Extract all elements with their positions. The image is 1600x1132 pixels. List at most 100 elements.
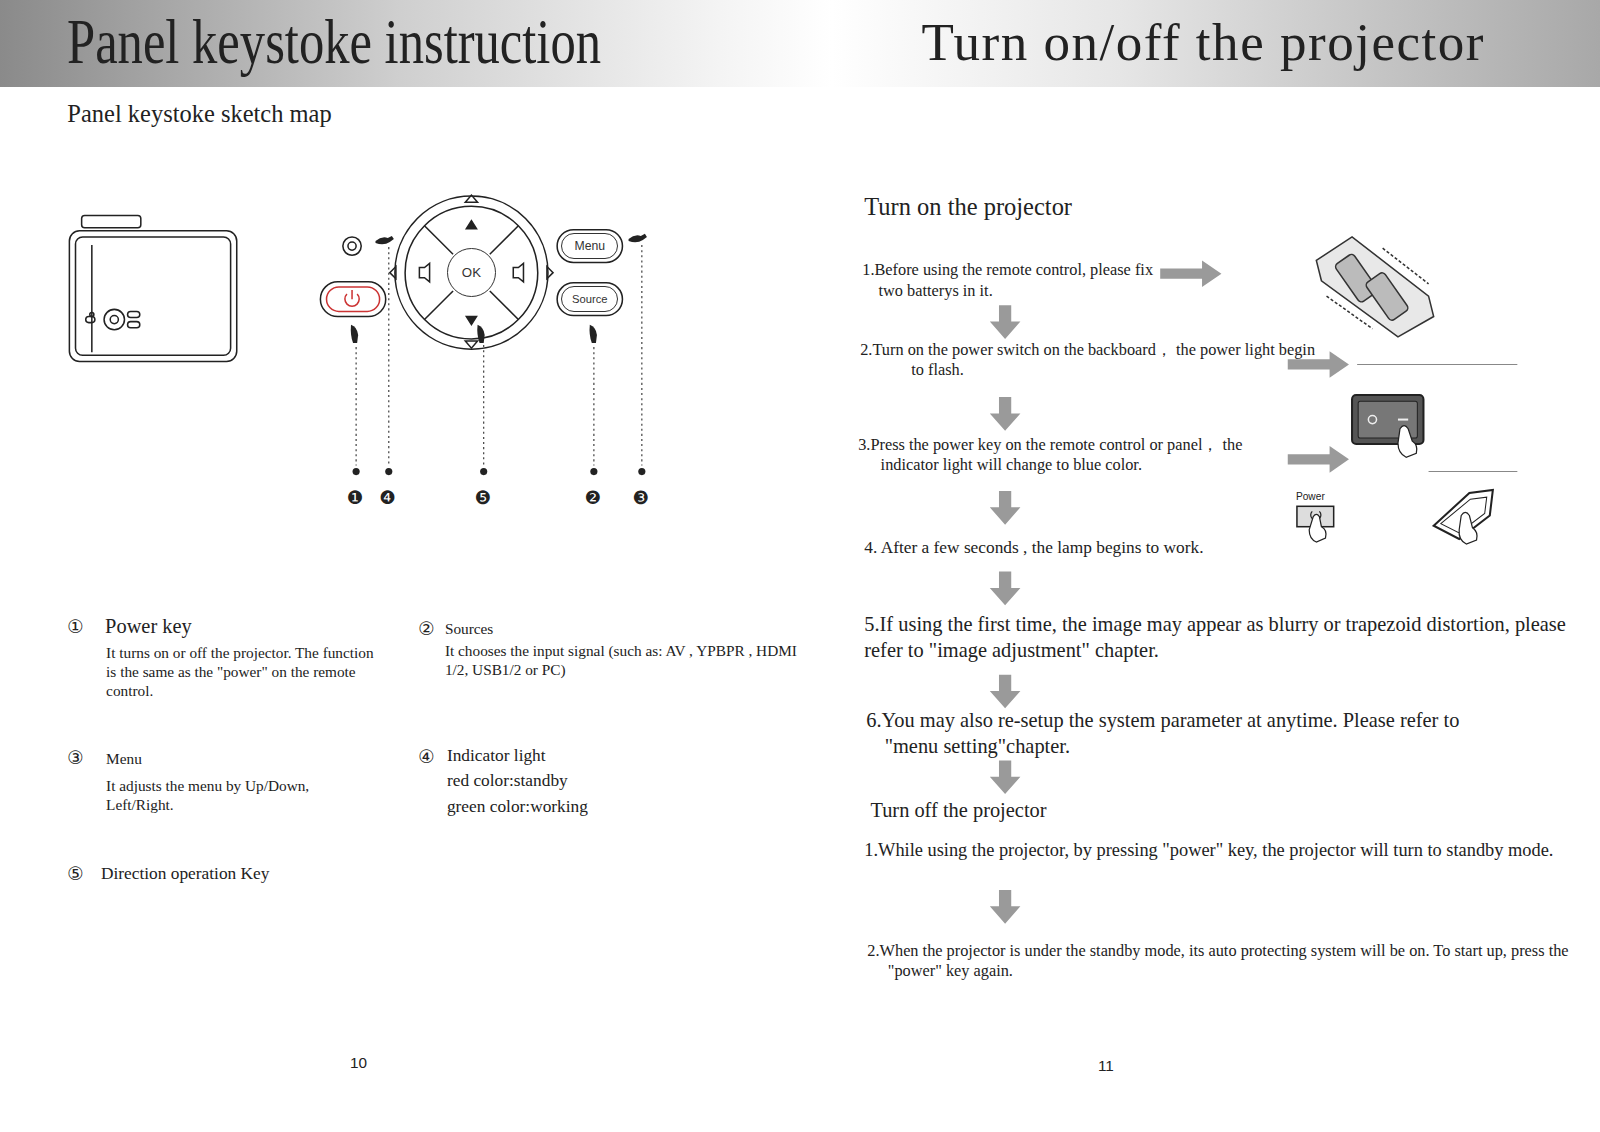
control-panel — [557, 230, 622, 263]
control-panel — [351, 290, 353, 299]
control-panel — [320, 282, 385, 317]
leader-dots — [638, 468, 645, 475]
control-panel — [327, 287, 380, 311]
control-panel — [405, 206, 538, 339]
item-heading: Sources — [445, 619, 493, 638]
projector-sketch — [90, 312, 94, 316]
step-text: 4. After a few seconds , the lamp begins… — [864, 537, 1293, 559]
control-panel — [466, 221, 476, 229]
projector-sketch — [69, 231, 236, 362]
item-number: ② — [418, 618, 434, 641]
flow-arrows — [990, 260, 1349, 923]
flow-arrows — [990, 305, 1021, 339]
button-text: Menu — [574, 239, 605, 253]
control-panel — [395, 196, 548, 349]
leader-dots — [480, 468, 487, 475]
flow-arrows — [990, 675, 1021, 709]
callout-number: ❸ — [633, 487, 649, 510]
projector-sketch — [82, 215, 141, 227]
projector-sketch — [128, 311, 140, 317]
step-text: 1.Before using the remote control, pleas… — [862, 260, 1174, 301]
item-text: It turns on or off the projector. The fu… — [106, 643, 382, 700]
ok-button: OK — [447, 248, 496, 297]
step-text: 5.If using the first time, the image may… — [864, 612, 1568, 663]
page-number: 10 — [350, 1053, 367, 1072]
item-text: It adjusts the menu by Up/Down, Left/Rig… — [106, 776, 366, 814]
projector-sketch — [86, 317, 95, 323]
power-switch-illustration — [1368, 415, 1376, 423]
item-number: ③ — [67, 747, 83, 770]
callout-number: ❷ — [585, 487, 601, 510]
item-heading: Menu — [106, 749, 142, 768]
pointing-hands — [590, 325, 597, 343]
leader-lines — [641, 245, 642, 465]
step-text: 1.While using the projector, by pressing… — [864, 839, 1600, 862]
callout-number: ❹ — [380, 487, 396, 510]
leader-dots — [353, 468, 646, 475]
control-panel — [424, 291, 453, 320]
leader-lines — [483, 345, 484, 465]
pointing-hands — [477, 325, 484, 343]
flow-arrows — [990, 491, 1021, 525]
step-text: 2.Turn on the power switch on the backbo… — [860, 340, 1331, 381]
power-switch-illustration — [1352, 395, 1423, 444]
subheading: Panel keystoke sketch map — [67, 99, 331, 130]
button-text: OK — [462, 265, 481, 280]
control-panel — [547, 267, 553, 279]
remote-battery-illustration — [1316, 237, 1433, 337]
leader-lines — [356, 245, 642, 465]
projector-sketch — [128, 322, 140, 328]
power-button-illustration — [1297, 506, 1334, 542]
step-text: 6.You may also re-setup the system param… — [866, 708, 1486, 759]
pointing-hands — [376, 236, 394, 244]
section-heading: Turn on the projector — [864, 192, 1072, 223]
item-number: ① — [67, 616, 83, 639]
projector-sketch — [104, 309, 124, 329]
control-panel — [466, 317, 476, 325]
rule-lines — [1357, 364, 1517, 471]
step-text: 2.When the projector is under the standb… — [867, 941, 1600, 982]
remote-battery-illustration — [1365, 271, 1410, 321]
item-number: ④ — [418, 746, 434, 769]
flow-arrows — [990, 572, 1021, 606]
pointing-hands — [629, 234, 647, 242]
remote-battery-illustration — [1327, 296, 1373, 329]
leader-lines — [356, 347, 357, 465]
power-button-illustration — [1309, 514, 1326, 542]
section-heading: Turn off the projector — [870, 798, 1046, 824]
leader-dots — [590, 468, 597, 475]
leader-dots — [353, 468, 360, 475]
callout-number: ❶ — [347, 487, 363, 510]
leader-lines — [388, 247, 389, 465]
control-panel — [513, 263, 523, 281]
item-number: ⑤ — [67, 863, 83, 886]
remote-tip-illustration — [1434, 490, 1493, 544]
callout-number: ❺ — [474, 487, 490, 510]
control-panel — [490, 226, 519, 255]
item-heading: Direction operation Key — [101, 863, 269, 885]
item-heading: Power key — [105, 614, 192, 640]
power-switch-illustration — [1398, 426, 1417, 458]
rule-lines — [1357, 364, 1517, 365]
page-title: Panel keystoke instruction — [67, 6, 601, 79]
rule-lines — [1429, 471, 1518, 472]
leader-dots — [385, 468, 392, 475]
flow-arrows — [1288, 446, 1349, 473]
pointing-hands — [351, 234, 647, 343]
page-title: Turn on/off the projector — [921, 12, 1485, 73]
remote-battery-illustration — [1316, 237, 1433, 337]
control-panel — [424, 226, 453, 255]
step-text: 3.Press the power key on the remote cont… — [858, 435, 1304, 476]
control-panel — [348, 242, 356, 250]
item-text: green color:working — [447, 796, 588, 818]
control-panel — [390, 267, 396, 279]
leader-lines — [593, 347, 594, 465]
control-panel — [320, 195, 622, 349]
panel-button: Source — [561, 286, 618, 313]
flow-arrows — [990, 890, 1021, 924]
control-panel — [465, 341, 477, 348]
control-panel — [343, 237, 361, 255]
panel-button: Menu — [561, 233, 618, 260]
